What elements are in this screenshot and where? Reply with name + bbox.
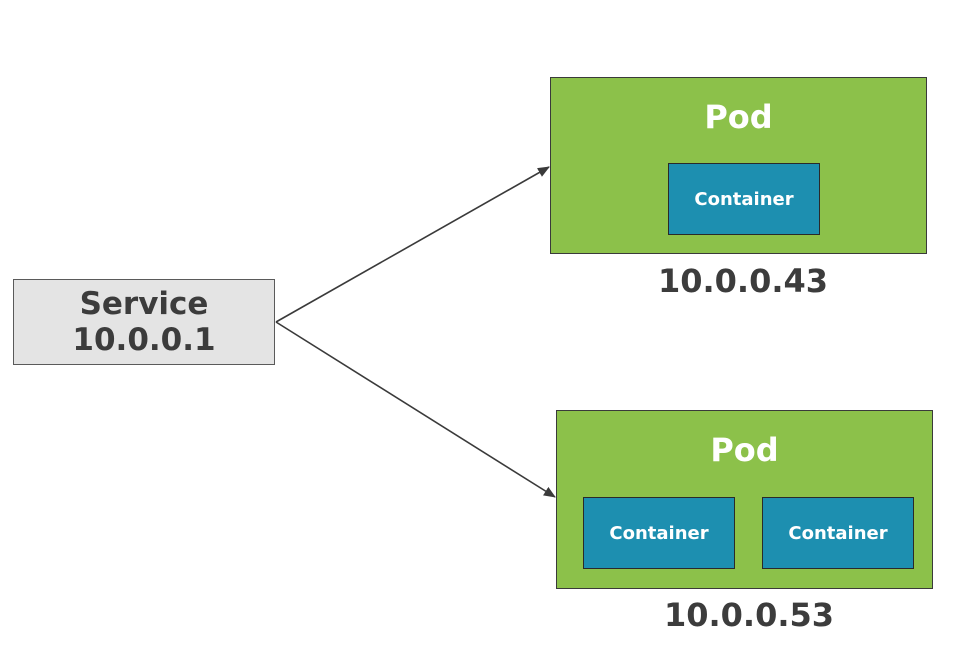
service-title: Service — [79, 286, 209, 322]
pod-title: Pod — [710, 431, 779, 469]
arrow-to-pod-2 — [275, 321, 556, 498]
container-box: Container — [668, 163, 820, 235]
container-box: Container — [762, 497, 914, 569]
service-ip: 10.0.0.1 — [72, 322, 216, 358]
service-box: Service 10.0.0.1 — [13, 279, 275, 365]
pod-box-1: Pod Container — [550, 77, 927, 254]
pod-title: Pod — [704, 98, 773, 136]
pod-box-2: Pod Container Container — [556, 410, 933, 589]
container-box: Container — [583, 497, 735, 569]
pod-ip-1: 10.0.0.43 — [657, 262, 829, 300]
pod-ip-2: 10.0.0.53 — [663, 596, 835, 634]
arrow-to-pod-1 — [275, 166, 550, 323]
